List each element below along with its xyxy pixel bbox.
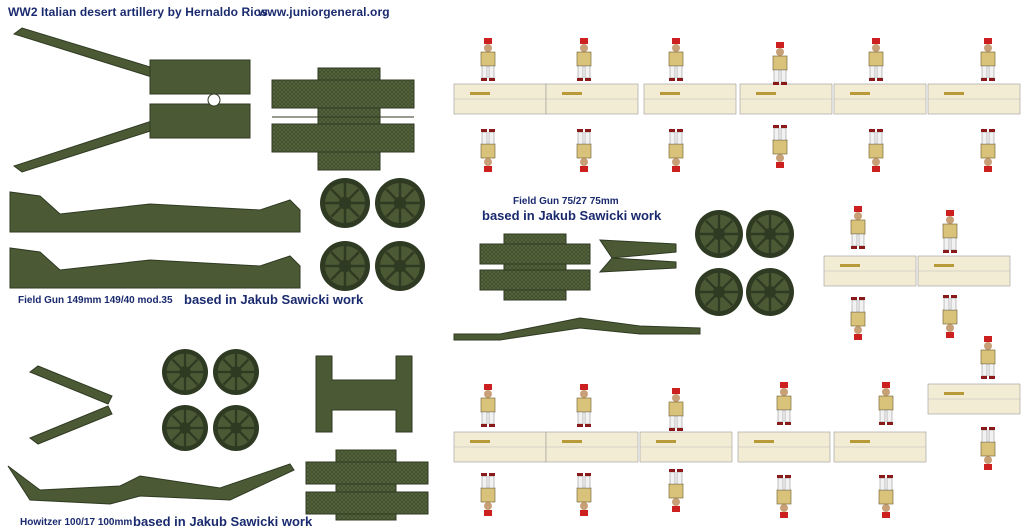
crew-strip-middle	[823, 205, 1011, 341]
gun-75-side-view	[453, 317, 701, 341]
gun-149-side-view	[9, 191, 301, 289]
gun-149-top-view	[12, 27, 251, 173]
gun-149-bed	[271, 67, 415, 171]
crew-strip-top	[453, 37, 1021, 173]
label-field-gun-149: Field Gun 149mm 149/40 mod.35	[18, 295, 173, 306]
howitzer-top-view	[28, 365, 113, 445]
label-field-gun-149-credit: based in Jakub Sawicki work	[184, 292, 364, 307]
crew-strip-right	[927, 335, 1021, 471]
website-url: www.juniorgeneral.org	[258, 5, 390, 19]
howitzer-bed	[305, 355, 429, 521]
howitzer-side-view	[7, 463, 295, 505]
label-howitzer: Howitzer 100/17 100mm	[20, 517, 133, 528]
gun-75-wheels	[693, 208, 796, 318]
label-field-gun-75: Field Gun 75/27 75mm	[513, 196, 619, 207]
label-field-gun-75-credit: based in Jakub Sawicki work	[482, 208, 662, 223]
page-title: WW2 Italian desert artillery by Hernaldo…	[8, 5, 268, 19]
gun-149-wheels	[318, 176, 427, 293]
gun-75-bed	[479, 233, 591, 301]
gun-75-top-view	[598, 239, 677, 273]
crew-strip-bottom	[453, 381, 927, 519]
howitzer-wheels	[160, 347, 261, 453]
label-howitzer-credit: based in Jakub Sawicki work	[133, 514, 313, 529]
